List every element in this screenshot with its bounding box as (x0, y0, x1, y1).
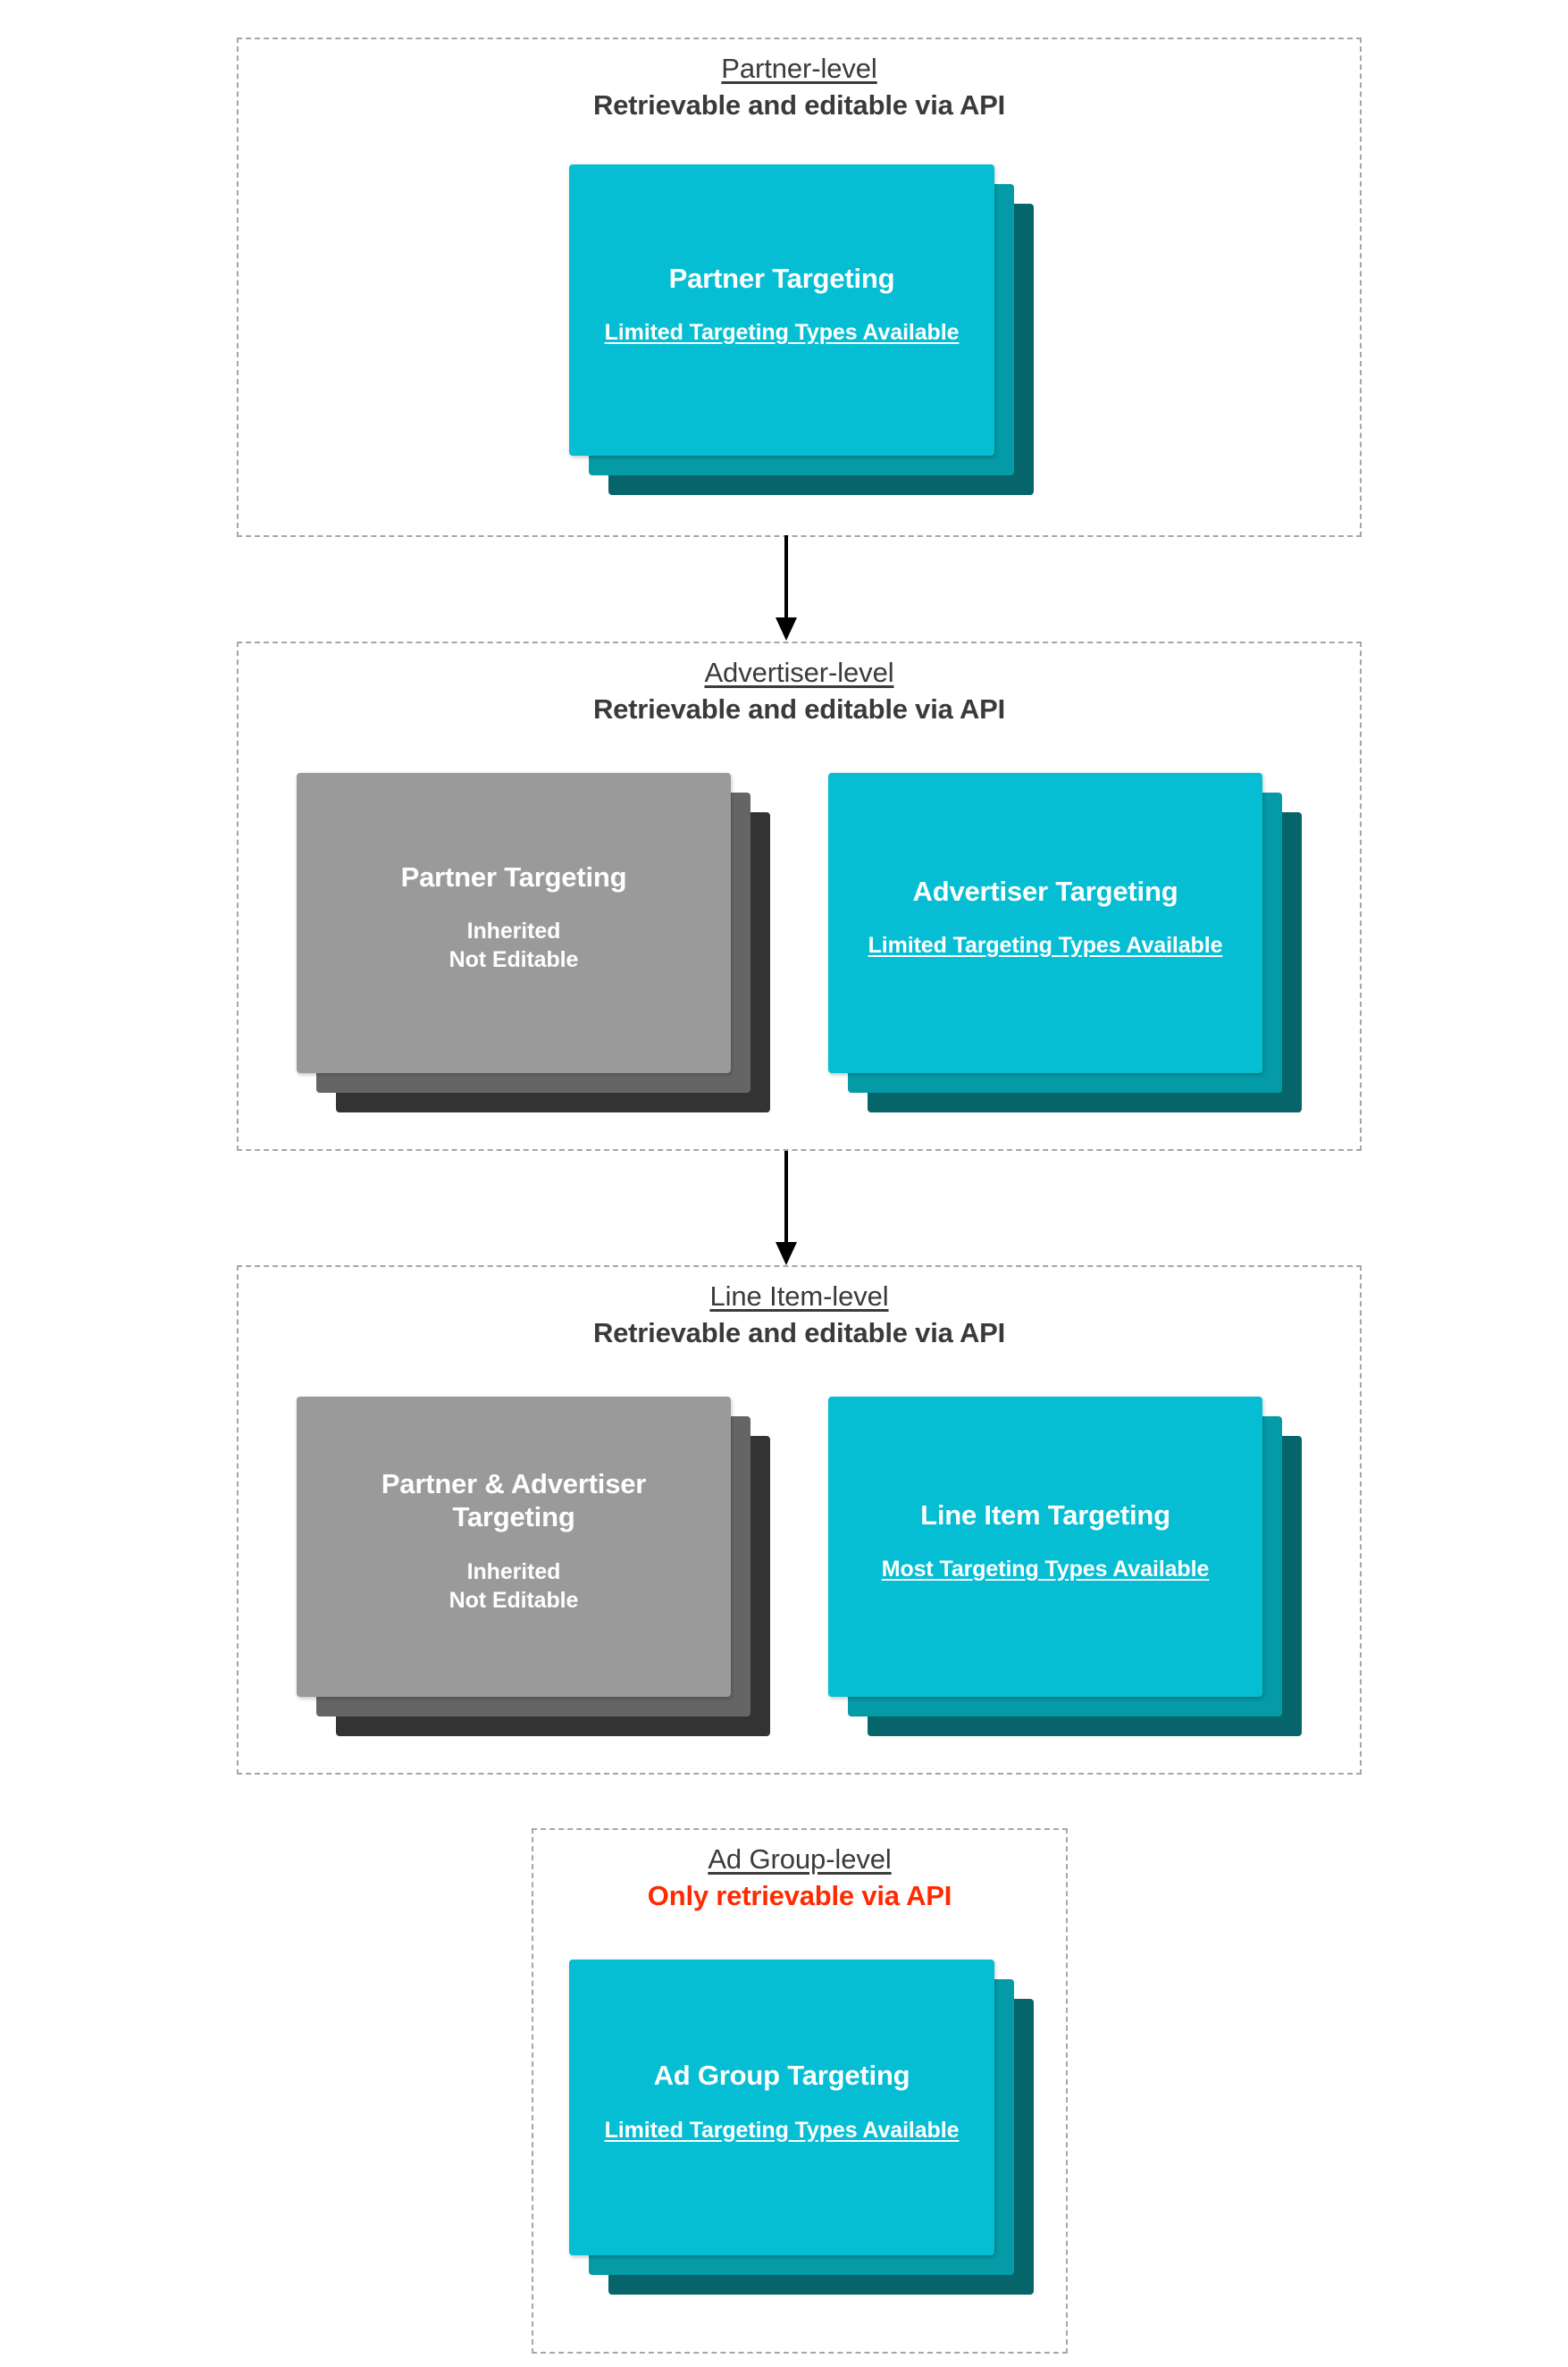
level-box-ad-group: Ad Group-level Only retrievable via API … (532, 1828, 1068, 2354)
card-layer-front[interactable]: Line Item Targeting Most Targeting Types… (828, 1397, 1262, 1697)
card-note: Inherited Not Editable (449, 1558, 579, 1613)
level-box-advertiser: Advertiser-level Retrievable and editabl… (237, 642, 1362, 1151)
level-subtitle-advertiser: Retrievable and editable via API (592, 692, 1006, 725)
card-layer-front[interactable]: Partner & Advertiser Targeting Inherited… (297, 1397, 731, 1697)
level-title-advertiser: Advertiser-level (704, 657, 894, 688)
card-stack-ad-group-targeting[interactable]: Ad Group Targeting Limited Targeting Typ… (569, 1960, 1034, 2295)
connector-advertiser-to-line-item (768, 1151, 804, 1267)
card-title: Partner Targeting (400, 860, 627, 893)
card-stack-advertiser-targeting[interactable]: Advertiser Targeting Limited Targeting T… (828, 773, 1302, 1112)
level-box-line-item: Line Item-level Retrievable and editable… (237, 1265, 1362, 1775)
level-header-partner: Partner-level Retrievable and editable v… (239, 52, 1360, 122)
card-title: Partner Targeting (668, 262, 895, 294)
card-note: Limited Targeting Types Available (868, 933, 1223, 959)
level-box-partner: Partner-level Retrievable and editable v… (237, 38, 1362, 537)
level-title-ad-group: Ad Group-level (708, 1843, 892, 1875)
card-stack-line-item-targeting[interactable]: Line Item Targeting Most Targeting Types… (828, 1397, 1302, 1736)
level-subtitle-partner: Retrievable and editable via API (592, 88, 1006, 121)
level-header-advertiser: Advertiser-level Retrievable and editabl… (239, 656, 1360, 726)
connector-partner-to-advertiser (768, 535, 804, 642)
card-note: Limited Targeting Types Available (604, 2117, 960, 2143)
card-title: Advertiser Targeting (912, 875, 1178, 907)
card-layer-front[interactable]: Partner Targeting Limited Targeting Type… (569, 164, 994, 456)
level-header-ad-group: Ad Group-level Only retrievable via API (533, 1842, 1066, 1913)
card-layer-front[interactable]: Advertiser Targeting Limited Targeting T… (828, 773, 1262, 1073)
card-note: Limited Targeting Types Available (604, 320, 960, 346)
card-title: Partner & Advertiser Targeting (381, 1468, 647, 1532)
card-title: Line Item Targeting (920, 1498, 1170, 1531)
card-note: Most Targeting Types Available (881, 1557, 1210, 1582)
card-stack-inherited-partner-targeting[interactable]: Partner Targeting Inherited Not Editable (297, 773, 770, 1112)
card-layer-front[interactable]: Partner Targeting Inherited Not Editable (297, 773, 731, 1073)
card-stack-partner-targeting[interactable]: Partner Targeting Limited Targeting Type… (569, 164, 1034, 495)
level-subtitle-ad-group: Only retrievable via API (647, 1879, 952, 1911)
level-title-line-item: Line Item-level (709, 1280, 889, 1312)
card-title: Ad Group Targeting (653, 2060, 910, 2092)
level-title-partner: Partner-level (721, 53, 877, 84)
card-note: Inherited Not Editable (449, 919, 579, 973)
level-header-line-item: Line Item-level Retrievable and editable… (239, 1280, 1360, 1350)
card-stack-inherited-partner-advertiser-targeting[interactable]: Partner & Advertiser Targeting Inherited… (297, 1397, 770, 1736)
level-subtitle-line-item: Retrievable and editable via API (592, 1316, 1006, 1348)
card-layer-front[interactable]: Ad Group Targeting Limited Targeting Typ… (569, 1960, 994, 2255)
